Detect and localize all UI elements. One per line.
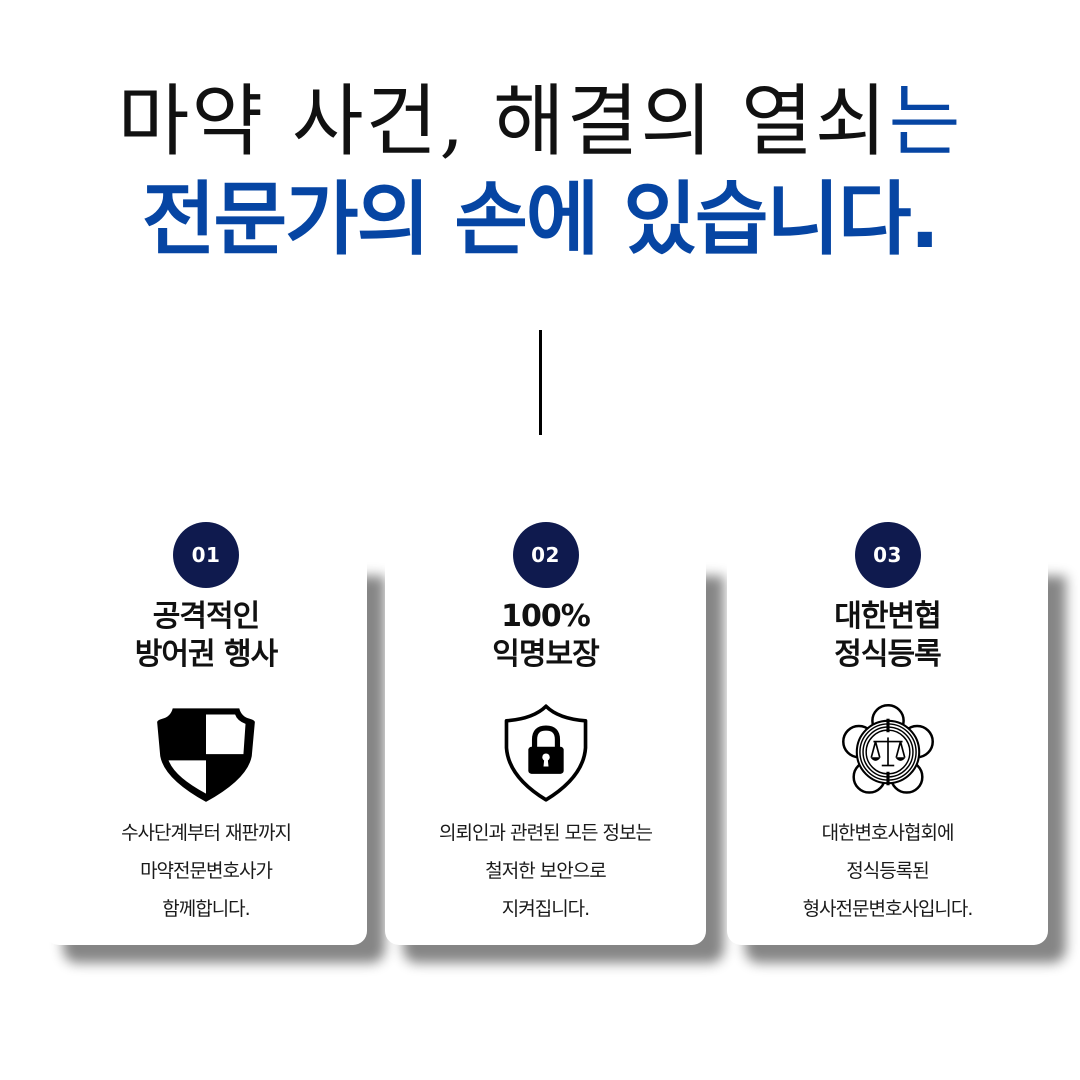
headline-line-1-accent: 는	[888, 77, 963, 167]
card-description-line: 철저한 보안으로	[485, 860, 606, 882]
card-description: 의뢰인과 관련된 모든 정보는 철저한 보안으로 지켜집니다.	[385, 814, 706, 928]
card-number-badge: 02	[512, 522, 579, 588]
card-title-line: 대한변협	[834, 599, 941, 634]
card-description-line: 지켜집니다.	[501, 898, 590, 920]
card-description-line: 수사단계부터 재판까지	[121, 822, 292, 844]
card-description-line: 마약전문변호사가	[140, 860, 273, 882]
card-number-badge: 01	[173, 522, 239, 588]
card-title-line: 100%	[501, 599, 591, 634]
card-description-line: 의뢰인과 관련된 모든 정보는	[439, 822, 653, 844]
feature-card-anonymity: 02 100% 익명보장 의뢰인과 관련된 모든 정보는 철저한 보안으로 지켜…	[385, 522, 706, 945]
card-title: 대한변협 정식등록	[727, 598, 1048, 674]
card-description: 대한변호사협회에 정식등록된 형사전문변호사입니다.	[727, 814, 1048, 928]
card-title: 100% 익명보장	[385, 598, 706, 674]
card-description-line: 형사전문변호사입니다.	[802, 898, 974, 920]
vertical-divider	[539, 330, 542, 435]
card-title: 공격적인 방어권 행사	[45, 598, 367, 674]
card-title-line: 공격적인	[152, 599, 260, 634]
checkered-shield-icon	[154, 700, 258, 804]
bar-association-emblem-icon	[836, 700, 940, 804]
feature-card-registration: 03 대한변협 정식등록	[727, 522, 1048, 945]
card-description: 수사단계부터 재판까지 마약전문변호사가 함께합니다.	[45, 814, 367, 928]
card-title-line: 방어권 행사	[134, 637, 278, 672]
card-number-badge: 03	[854, 522, 921, 588]
headline-line-1: 마약 사건, 해결의 열쇠는	[0, 72, 1080, 172]
card-description-line: 정식등록된	[846, 860, 929, 882]
headline-line-2: 전문가의 손에 있습니다.	[141, 173, 940, 266]
card-title-line: 익명보장	[492, 637, 599, 672]
shield-lock-icon	[494, 700, 598, 804]
card-title-line: 정식등록	[834, 637, 941, 672]
headline-line-1-main: 마약 사건, 해결의 열쇠	[117, 77, 889, 167]
feature-card-defense: 01 공격적인 방어권 행사 수사단계부터 재판까지 마약전문변호사가 함께합니…	[45, 522, 367, 945]
card-description-line: 대한변호사협회에	[821, 822, 955, 844]
card-description-line: 함께합니다.	[162, 898, 250, 920]
